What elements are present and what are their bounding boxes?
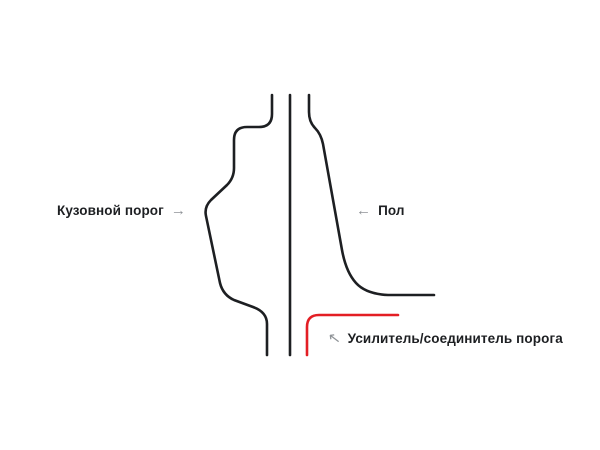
sill-label: Кузовной порог → xyxy=(57,203,186,218)
floor-label-text: Пол xyxy=(378,203,405,218)
right-arrow-icon: → xyxy=(170,202,186,219)
reinforcement-label: ↖ Усилитель/соединитель порога xyxy=(326,329,563,348)
sill-label-text: Кузовной порог xyxy=(57,203,164,218)
sill-profile-line xyxy=(204,93,274,357)
floor-label: ← Пол xyxy=(356,203,405,218)
reinforcement-highlight-line xyxy=(305,313,400,357)
floor-profile-line xyxy=(307,93,436,297)
reinforcement-label-text: Усилитель/соединитель порога xyxy=(347,331,563,346)
left-arrow-icon: ← xyxy=(356,202,372,219)
up-left-arrow-icon: ↖ xyxy=(326,329,342,348)
